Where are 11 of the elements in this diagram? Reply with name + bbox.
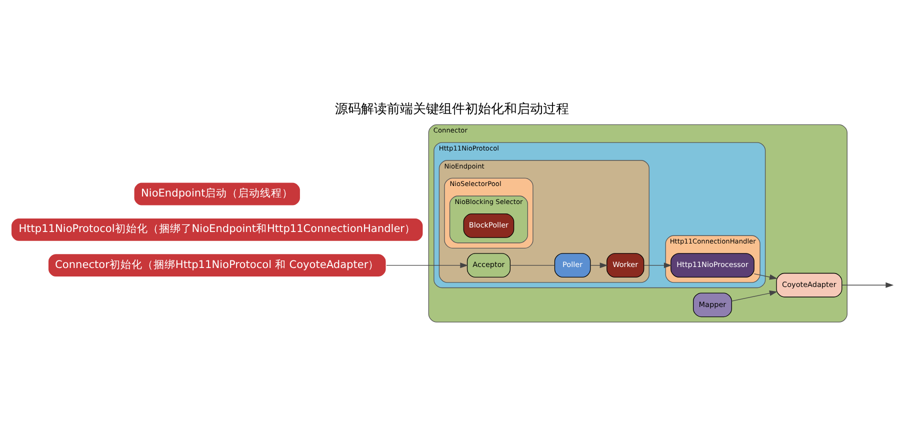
- arrow: [644, 262, 672, 268]
- arrow: [731, 290, 778, 301]
- node-box: NioEndpoint启动（启动线程）: [132, 180, 302, 206]
- diagram-title: 源码解读前端关键组件初始化和启动过程: [335, 101, 569, 116]
- connector: [510, 264, 556, 266]
- node-box: Connector初始化（捆绑Http11NioProtocol 和 CoyoteAdapter）: [47, 252, 388, 278]
- arrow: [754, 273, 778, 280]
- arrow: [590, 262, 608, 268]
- node-box: Http11NioProtocol初始化（捆绑了NioEndpoint和Http11ConnectionHandler）: [10, 216, 424, 242]
- arrow: [842, 282, 894, 288]
- arrow: [386, 262, 468, 268]
